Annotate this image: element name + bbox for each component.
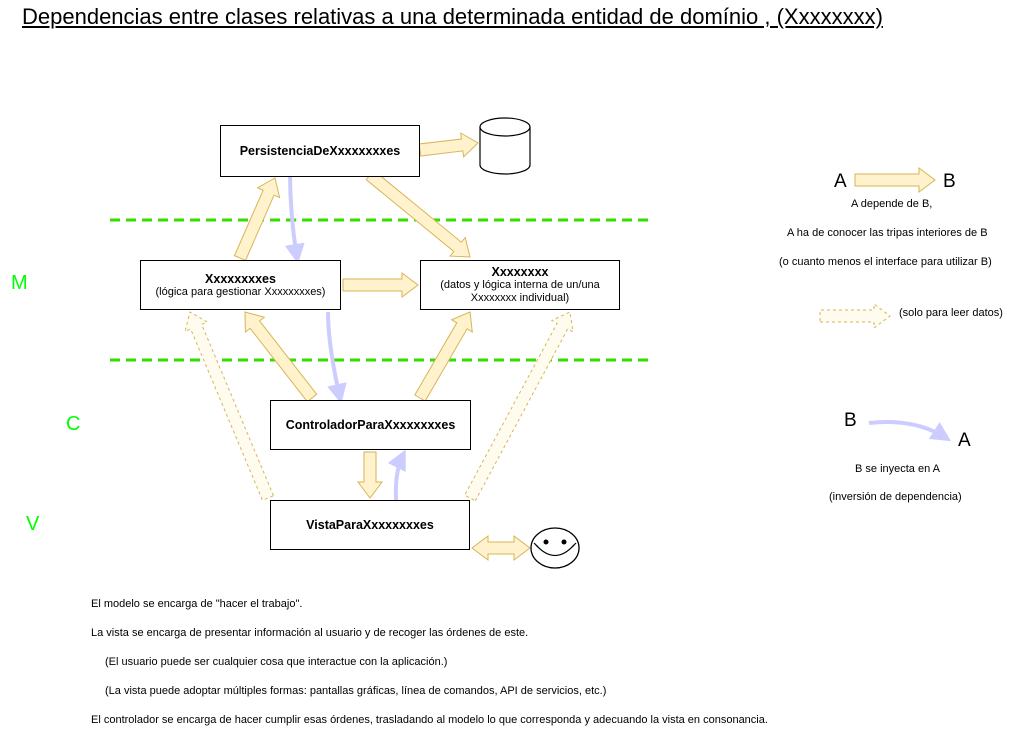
entity-box-title: Xxxxxxxx bbox=[491, 265, 549, 279]
injection-persistence-into-collection bbox=[284, 171, 305, 264]
injection-collection-into-controller bbox=[326, 311, 347, 404]
arrow-controller-to-view bbox=[357, 451, 383, 499]
collection-box-subtitle: (lógica para gestionar Xxxxxxxxes) bbox=[155, 285, 326, 298]
legend-dependency-arrow bbox=[854, 167, 936, 193]
persistence-box-title: PersistenciaDeXxxxxxxxes bbox=[239, 144, 401, 158]
legend-dependency-line3: (o cuanto menos el interface para utiliz… bbox=[779, 256, 992, 268]
note-model: El modelo se encarga de "hacer el trabaj… bbox=[91, 598, 303, 610]
legend-dependency-line1: A depende de B, bbox=[851, 198, 933, 210]
arrow-controller-to-entity bbox=[414, 311, 473, 402]
controller-box-title: ControladorParaXxxxxxxxes bbox=[285, 418, 456, 432]
arrow-controller-to-collection bbox=[244, 311, 318, 403]
legend-readonly-text: (solo para leer datos) bbox=[899, 307, 1003, 319]
legend-dependency-line2: A ha de conocer las tripas interiores de… bbox=[787, 227, 988, 239]
arrow-view-user-interaction bbox=[471, 535, 531, 561]
arrow-persistence-to-database bbox=[418, 132, 479, 158]
legend-injection-b: B bbox=[844, 410, 857, 431]
layer-label-model: M bbox=[11, 272, 28, 294]
legend-dependency-b: B bbox=[943, 171, 956, 192]
entity-box: Xxxxxxxx (datos y lógica interna de un/u… bbox=[420, 260, 620, 310]
collection-box: Xxxxxxxxes (lógica para gestionar Xxxxxx… bbox=[140, 260, 341, 310]
layer-label-controller: C bbox=[66, 413, 81, 435]
legend-dependency-a: A bbox=[834, 171, 847, 192]
view-box-title: VistaParaXxxxxxxxes bbox=[306, 518, 434, 532]
entity-box-subtitle-line2: Xxxxxxxx individual) bbox=[470, 292, 570, 304]
notes: El modelo se encarga de "hacer el trabaj… bbox=[91, 590, 768, 735]
controller-box: ControladorParaXxxxxxxxes bbox=[270, 400, 471, 450]
note-view-forms: (La vista puede adoptar múltiples formas… bbox=[105, 685, 607, 697]
legend-injection-line1: B se inyecta en A bbox=[855, 463, 940, 475]
page-title: Dependencias entre clases relativas a un… bbox=[22, 4, 883, 29]
legend-readonly-arrow bbox=[819, 303, 891, 329]
smiley-user-icon bbox=[530, 527, 580, 569]
arrow-collection-to-entity bbox=[342, 272, 419, 298]
entity-box-subtitle-line1: (datos y lógica interna de un/una bbox=[440, 279, 600, 291]
note-controller: El controlador se encarga de hacer cumpl… bbox=[91, 714, 768, 726]
note-view: La vista se encarga de presentar informa… bbox=[91, 627, 529, 639]
legend-injection-arrow bbox=[868, 420, 952, 442]
legend-injection-a: A bbox=[958, 430, 971, 451]
view-box: VistaParaXxxxxxxxes bbox=[270, 500, 470, 550]
layer-label-view: V bbox=[26, 513, 40, 535]
database-icon bbox=[479, 117, 531, 175]
arrow-persistence-to-entity bbox=[365, 169, 471, 258]
persistence-box: PersistenciaDeXxxxxxxxes bbox=[220, 125, 420, 177]
arrow-view-to-collection-readonly bbox=[184, 311, 275, 501]
legend-injection-line2: (inversión de dependencia) bbox=[829, 491, 962, 503]
arrow-collection-to-persistence bbox=[233, 177, 281, 262]
note-user: (El usuario puede ser cualquier cosa que… bbox=[105, 656, 448, 668]
arrow-view-to-entity-readonly bbox=[464, 311, 574, 502]
collection-box-title: Xxxxxxxxes bbox=[205, 271, 276, 286]
